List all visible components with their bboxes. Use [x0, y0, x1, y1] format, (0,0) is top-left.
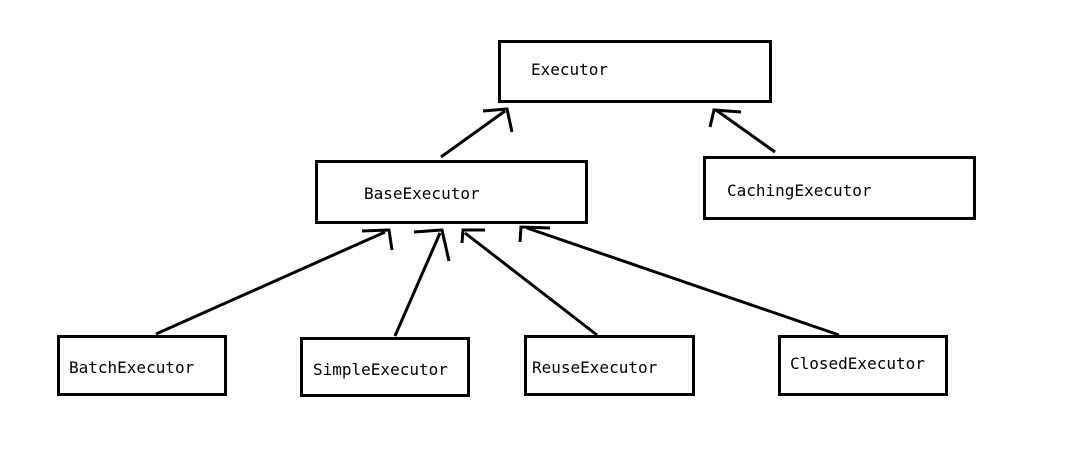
executor-node — [498, 40, 772, 103]
arrowhead-reuse-to-base — [460, 228, 485, 244]
batch-executor-label: BatchExecutor — [69, 358, 195, 377]
base-executor-node — [315, 160, 588, 224]
arrowhead-simple-to-base — [413, 228, 451, 262]
arrowhead-closed-to-base — [518, 225, 551, 243]
executor-label: Executor — [531, 60, 609, 79]
edge-caching-to-executor — [715, 108, 776, 154]
edge-base-to-executor — [440, 109, 506, 159]
arrowhead-batch-to-base — [361, 228, 394, 251]
caching-executor-label: CachingExecutor — [727, 181, 872, 200]
reuse-executor-label: ReuseExecutor — [532, 358, 658, 377]
arrowhead-base-to-executor — [482, 107, 514, 133]
reuse-executor-node — [524, 335, 695, 396]
edge-simple-to-base — [393, 232, 442, 337]
closed-executor-label: ClosedExecutor — [790, 354, 925, 373]
edge-batch-to-base — [155, 230, 386, 336]
base-executor-label: BaseExecutor — [364, 184, 480, 203]
edge-reuse-to-base — [464, 231, 598, 337]
simple-executor-node — [300, 337, 470, 397]
arrowhead-caching-to-executor — [708, 108, 742, 128]
batch-executor-node — [57, 335, 227, 396]
closed-executor-node — [778, 335, 948, 396]
caching-executor-node — [703, 156, 976, 220]
edge-closed-to-base — [526, 226, 840, 337]
simple-executor-label: SimpleExecutor — [313, 360, 448, 379]
